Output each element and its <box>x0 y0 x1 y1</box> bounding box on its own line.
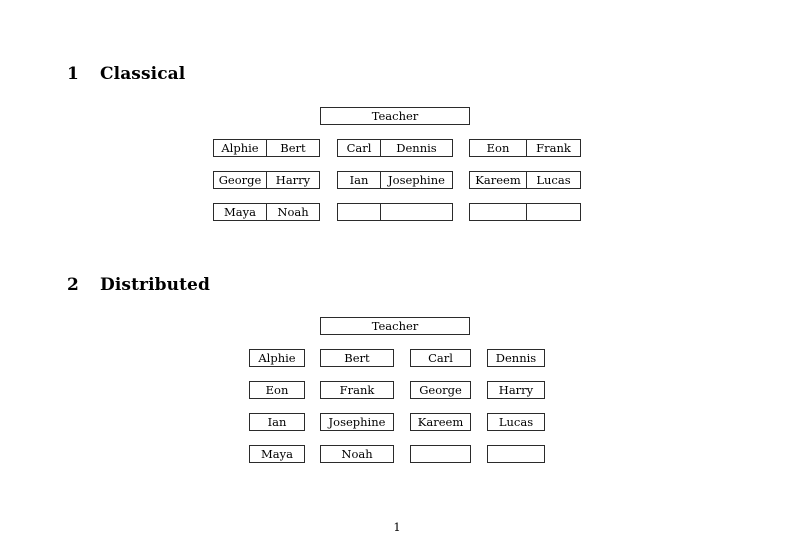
student-box: Carl <box>410 349 471 367</box>
student-box: Frank <box>320 381 394 399</box>
student-cell: Noah <box>266 203 320 221</box>
student-box: Kareem <box>410 413 471 431</box>
student-cell: Harry <box>266 171 320 189</box>
student-group-row: Alphie Bert <box>213 139 320 157</box>
student-group-row-empty <box>337 203 453 221</box>
student-cell: Bert <box>266 139 320 157</box>
student-box: Josephine <box>320 413 394 431</box>
teacher-box-distributed: Teacher <box>320 317 470 335</box>
student-box: Ian <box>249 413 305 431</box>
student-box: Bert <box>320 349 394 367</box>
student-cell-empty <box>526 203 581 221</box>
teacher-box-classical: Teacher <box>320 107 470 125</box>
student-cell: Kareem <box>469 171 527 189</box>
student-cell: Dennis <box>380 139 453 157</box>
student-group-row: Kareem Lucas <box>469 171 581 189</box>
section-title: Distributed <box>100 275 210 295</box>
student-cell: Eon <box>469 139 527 157</box>
student-box: Noah <box>320 445 394 463</box>
section-number: 1 <box>67 64 79 84</box>
student-cell: George <box>213 171 267 189</box>
student-box: George <box>410 381 471 399</box>
student-box: Eon <box>249 381 305 399</box>
student-cell: Frank <box>526 139 581 157</box>
student-box-empty <box>410 445 471 463</box>
student-cell: Ian <box>337 171 381 189</box>
page-number: 1 <box>393 520 401 534</box>
section-title: Classical <box>100 64 186 84</box>
student-group-row: Carl Dennis <box>337 139 453 157</box>
student-group-row: George Harry <box>213 171 320 189</box>
student-box: Lucas <box>487 413 545 431</box>
student-cell: Josephine <box>380 171 453 189</box>
student-box: Dennis <box>487 349 545 367</box>
student-box-empty <box>487 445 545 463</box>
section-heading-classical: 1 Classical <box>67 64 185 84</box>
student-cell: Alphie <box>213 139 267 157</box>
student-cell: Maya <box>213 203 267 221</box>
student-group-row: Ian Josephine <box>337 171 453 189</box>
student-box: Harry <box>487 381 545 399</box>
student-cell-empty <box>380 203 453 221</box>
student-group-row: Maya Noah <box>213 203 320 221</box>
student-box: Maya <box>249 445 305 463</box>
student-group-row: Eon Frank <box>469 139 581 157</box>
student-cell: Lucas <box>526 171 581 189</box>
student-group-row-empty <box>469 203 581 221</box>
student-cell-empty <box>469 203 527 221</box>
section-heading-distributed: 2 Distributed <box>67 275 210 295</box>
section-number: 2 <box>67 275 79 295</box>
student-cell: Carl <box>337 139 381 157</box>
student-box: Alphie <box>249 349 305 367</box>
student-cell-empty <box>337 203 381 221</box>
